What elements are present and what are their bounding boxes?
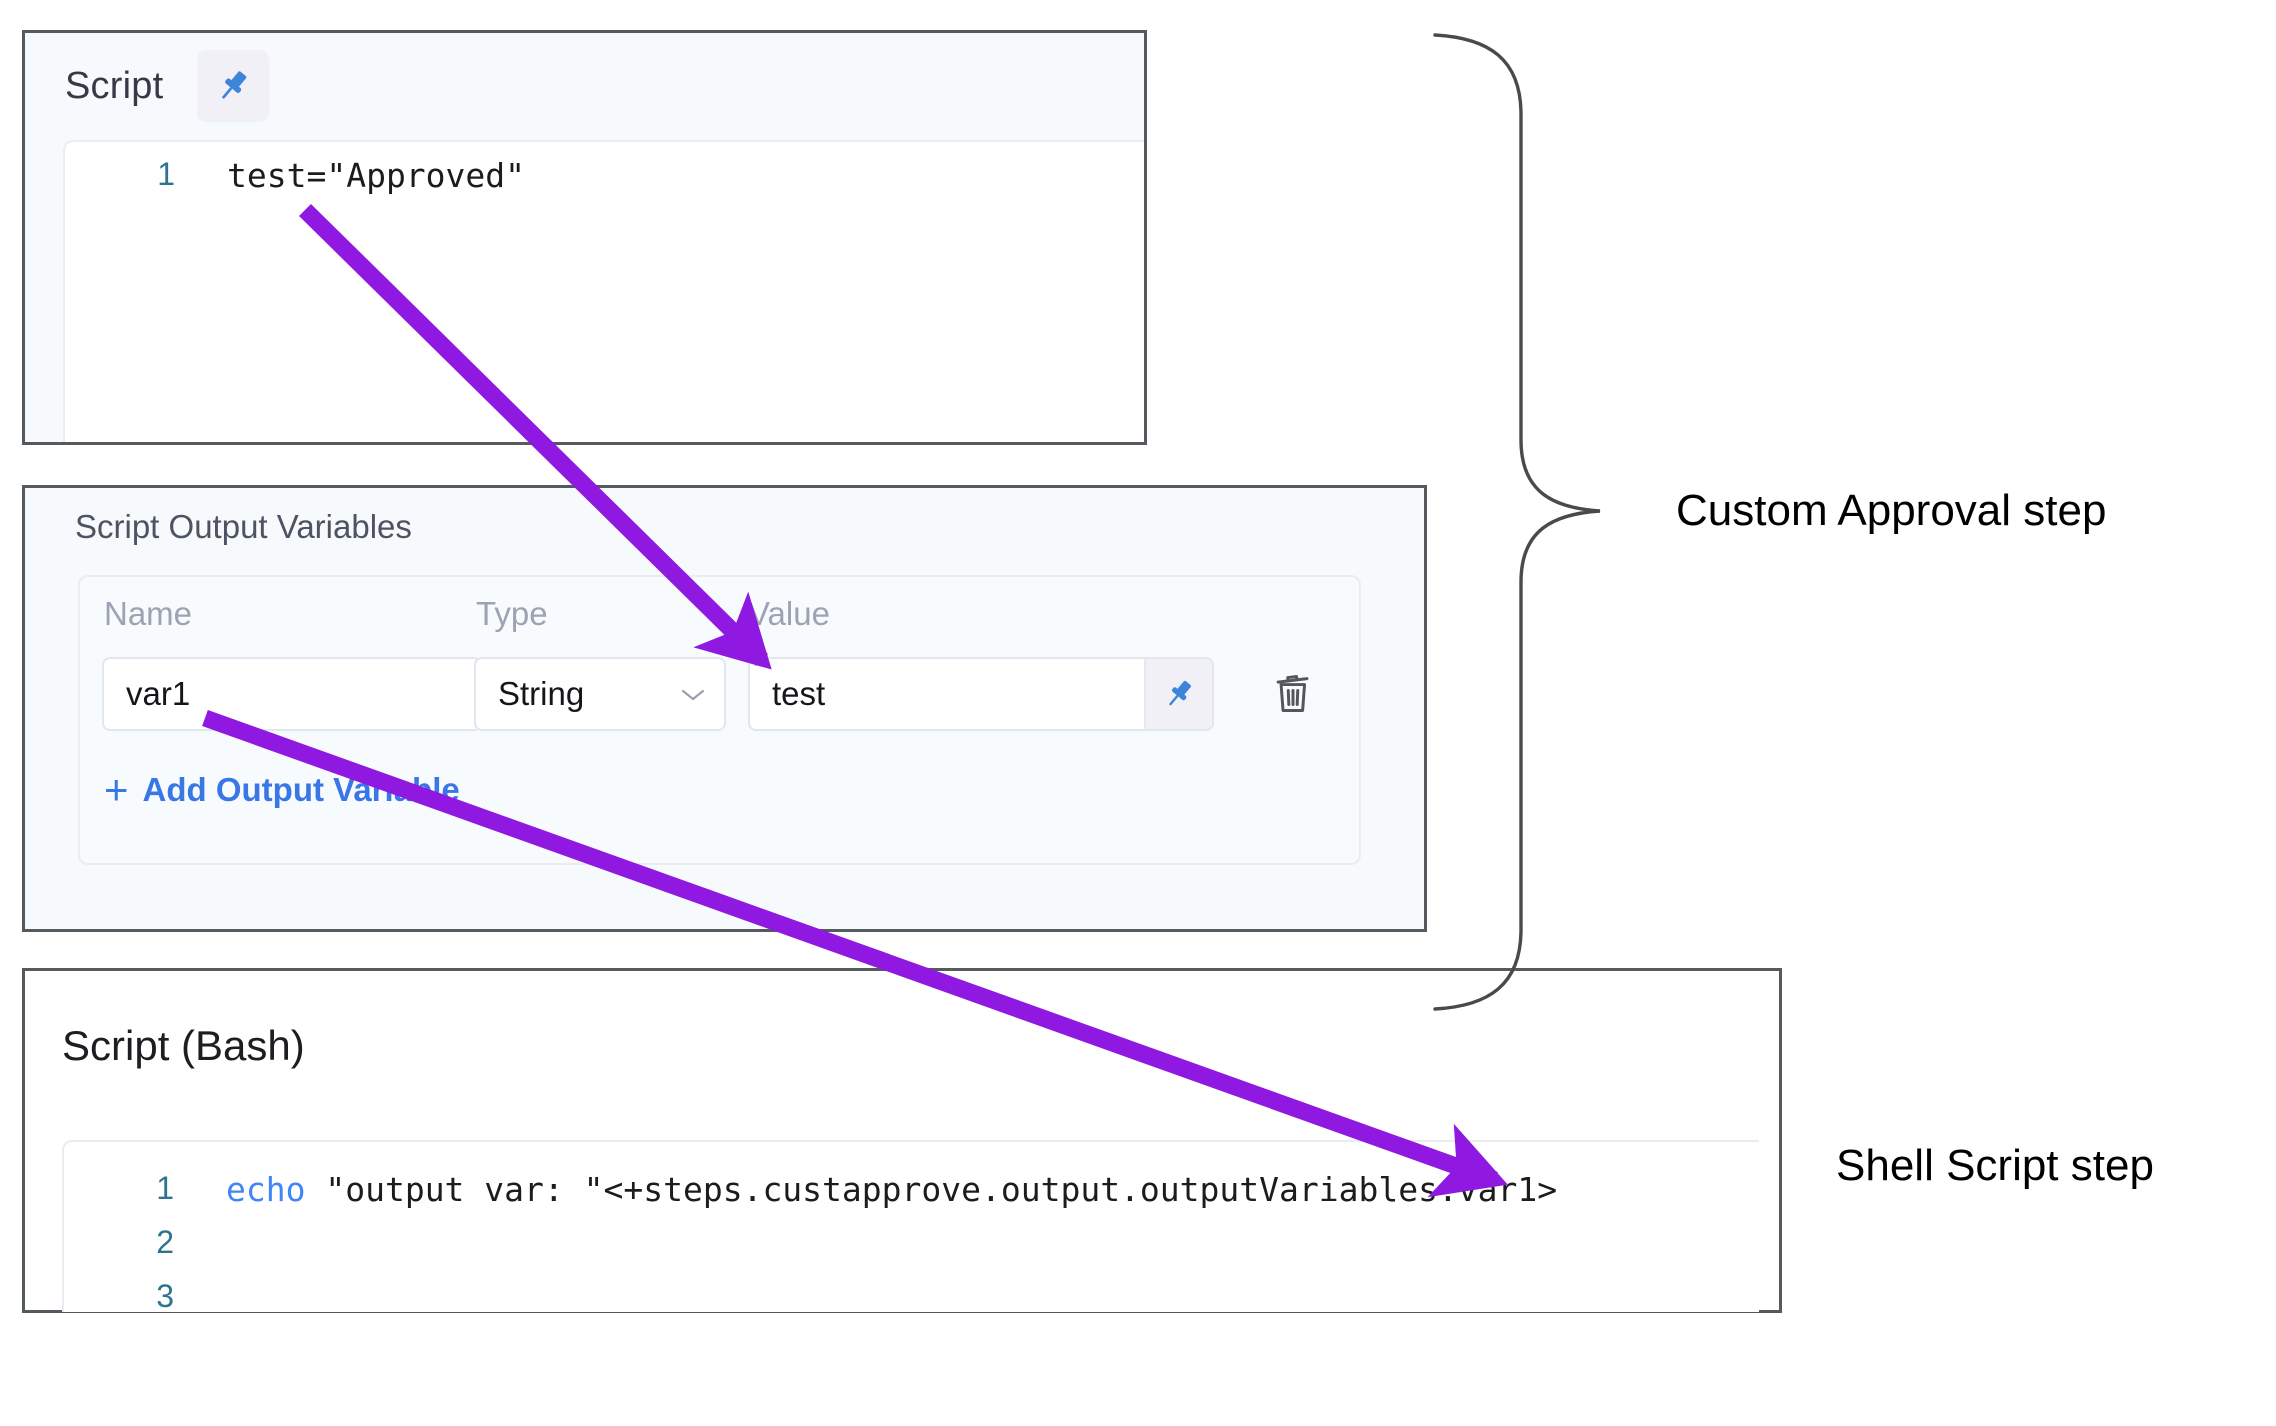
code-text: echo "output var: "<+steps.custapprove.o… bbox=[226, 1170, 1557, 1209]
line-number: 3 bbox=[156, 1278, 174, 1312]
script-card-title: Script bbox=[65, 64, 164, 107]
code-line: 2 bbox=[64, 1224, 1759, 1278]
add-output-variable-button[interactable]: + Add Output Variable bbox=[104, 769, 460, 811]
variable-type-value: String bbox=[498, 675, 585, 712]
trash-icon bbox=[1276, 675, 1309, 712]
delete-variable-button[interactable] bbox=[1258, 657, 1328, 731]
chevron-down-icon bbox=[680, 681, 706, 707]
column-header-value: Value bbox=[748, 595, 830, 632]
script-card-header: Script bbox=[25, 33, 1144, 122]
pushpin-icon bbox=[222, 71, 247, 99]
shell-script-code-editor[interactable]: 1 echo "output var: "<+steps.custapprove… bbox=[62, 1140, 1759, 1312]
line-number: 1 bbox=[156, 1170, 174, 1206]
variable-name-input[interactable]: var1 bbox=[102, 657, 482, 731]
code-rest: "output var: "<+steps.custapprove.output… bbox=[305, 1170, 1558, 1209]
code-keyword: echo bbox=[226, 1170, 306, 1209]
shell-script-step-label: Shell Script step bbox=[1836, 1141, 2154, 1190]
plus-icon: + bbox=[104, 766, 129, 813]
code-text: test="Approved" bbox=[227, 156, 526, 195]
add-output-variable-label: Add Output Variable bbox=[142, 771, 460, 808]
line-number: 2 bbox=[156, 1224, 174, 1260]
variable-value-input[interactable]: test bbox=[772, 675, 826, 712]
column-header-type: Type bbox=[476, 595, 548, 632]
code-line: 3 bbox=[64, 1278, 1759, 1312]
code-line: 1 test="Approved" bbox=[65, 142, 1144, 210]
pushpin-icon bbox=[1169, 680, 1191, 706]
variable-type-select[interactable]: String bbox=[474, 657, 726, 731]
line-number: 1 bbox=[157, 156, 175, 192]
script-output-variables-title: Script Output Variables bbox=[75, 508, 412, 545]
output-variables-panel: Name Type Value var1 String test bbox=[78, 575, 1361, 865]
shell-script-title: Script (Bash) bbox=[62, 1022, 305, 1069]
custom-approval-brace bbox=[1433, 33, 1601, 1011]
pushpin-icon-button[interactable] bbox=[197, 50, 270, 122]
code-line: 1 echo "output var: "<+steps.custapprove… bbox=[64, 1156, 1759, 1224]
script-code-editor[interactable]: 1 test="Approved" bbox=[63, 140, 1144, 442]
column-header-name: Name bbox=[104, 595, 193, 632]
custom-approval-step-label: Custom Approval step bbox=[1676, 486, 2106, 535]
script-card: Script 1 test="Approved" bbox=[22, 30, 1147, 445]
output-variables-column-headers: Name Type Value bbox=[80, 595, 1359, 641]
value-pushpin-icon-button[interactable] bbox=[1144, 659, 1212, 729]
output-variable-row: var1 String test bbox=[80, 657, 1359, 735]
variable-value-field[interactable]: test bbox=[748, 657, 1214, 731]
